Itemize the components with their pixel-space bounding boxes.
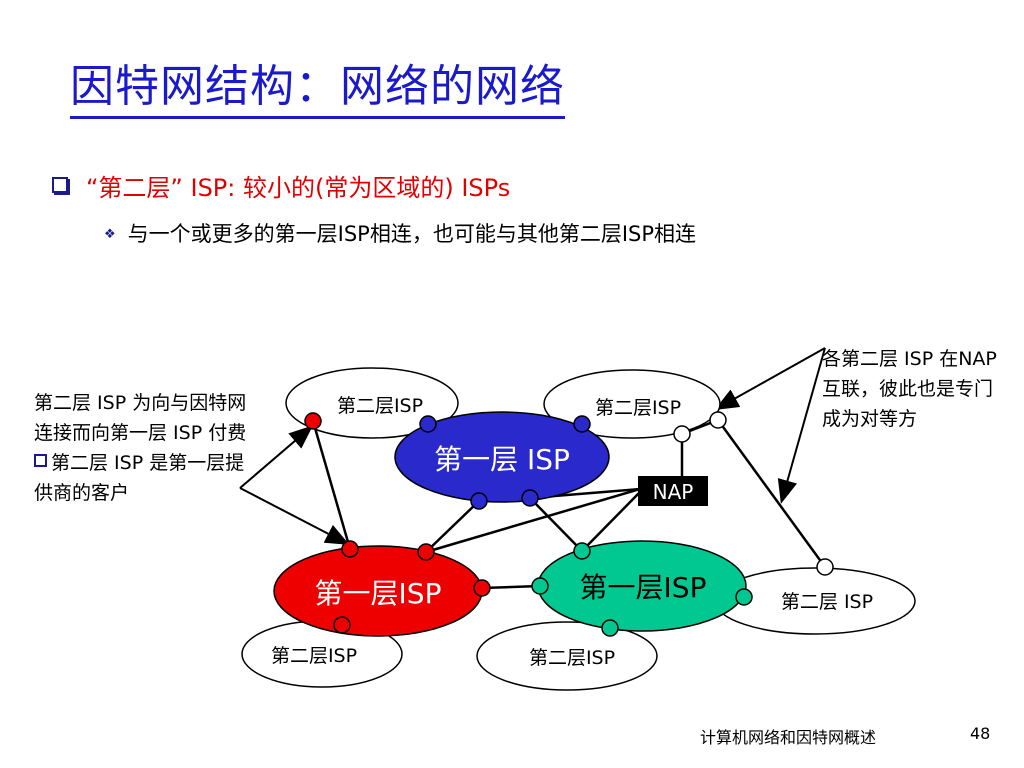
annotation-arrows (239, 347, 826, 545)
footer-text: 计算机网络和因特网概述 (700, 728, 877, 747)
bullet2-text: 与一个或更多的第一层ISP相连，也可能与其他第二层ISP相连 (127, 222, 697, 246)
router-tier1left-2 (417, 543, 435, 561)
tier2-isp-bottom-middle (476, 621, 658, 691)
tier2-isp-top-left (285, 367, 459, 439)
left-note-line1: 第二层 ISP 为向与因特网连接而向第一层 ISP 付费 (34, 392, 247, 444)
bullet1-text: “第二层” ISP: 较小的(常为区域的) ISPs (86, 174, 511, 202)
router-tier1top-2 (573, 415, 591, 433)
router-tier1right-2 (531, 577, 549, 595)
link-tier1-left-to-tier1-right (481, 584, 541, 590)
tier2-bottom-middle-label: 第二层ISP (529, 647, 615, 669)
router-tier1top-1 (419, 415, 437, 433)
left-note-line2-wrap: 第二层 ISP 是第一层提供商的客户 (34, 448, 249, 508)
router-tier1right-1 (573, 542, 591, 560)
square-bullet-icon (52, 177, 68, 193)
page-number: 48 (970, 724, 991, 743)
tier2-bottom-left-label: 第二层ISP (271, 645, 357, 667)
arrow-to-peering (714, 347, 826, 410)
router-tier1right-3 (601, 619, 619, 637)
tier2-top-right-label: 第二层ISP (595, 397, 681, 419)
router-tier1top-3 (470, 492, 488, 510)
link-tier1-top-to-tier1-right (529, 497, 583, 552)
sub-bullet-connection: ❖ 与一个或更多的第一层ISP相连，也可能与其他第二层ISP相连 (104, 218, 696, 248)
router-tier2-right-2 (816, 558, 834, 576)
router-tier1left-4 (333, 616, 351, 634)
tier1-left-label: 第一层ISP (315, 577, 442, 610)
page-title: 因特网结构：网络的网络 (70, 58, 565, 119)
nap-label: NAP (653, 480, 694, 504)
nap-box (638, 476, 708, 506)
router-tier2-topright-1 (673, 425, 691, 443)
right-annotation: 各第二层 ISP 在NAP互联，彼此也是专门成为对等方 (822, 348, 997, 430)
link-nap-to-tier1-right (581, 491, 641, 552)
link-tier1-left-to-tier1-top (425, 500, 480, 553)
left-note-line2: 第二层 ISP 是第一层提供商的客户 (34, 452, 245, 504)
router-tier1left-1 (341, 540, 359, 558)
tier1-top-label: 第一层 ISP (434, 443, 570, 476)
link-tier2-topright-to-tier2-right (716, 419, 827, 568)
arrow-to-tier2-topleft (239, 425, 314, 489)
tier2-top-left-label: 第二层ISP (337, 395, 423, 417)
square-bullet-icon (34, 454, 47, 467)
router-tier2-right-1 (735, 588, 753, 606)
router-tier2-topleft (304, 412, 322, 430)
tier1-isp-top (394, 411, 610, 503)
left-annotation: 第二层 ISP 为向与因特网连接而向第一层 ISP 付费 第二层 ISP 是第一… (34, 388, 249, 508)
arrow-to-tier1-left (239, 487, 350, 545)
bullet-tier2-definition: “第二层” ISP: 较小的(常为区域的) ISPs (52, 168, 510, 203)
diamond-bullet-icon: ❖ (104, 227, 116, 242)
router-tier1top-4 (521, 489, 539, 507)
routers (304, 411, 834, 637)
link-tier1-left-to-nap (425, 487, 641, 554)
tier1-right-label: 第一层ISP (580, 571, 707, 604)
arrow-to-tier2-right (777, 347, 826, 504)
router-tier2-topright-2 (709, 411, 727, 429)
router-tier1left-3 (473, 579, 491, 597)
tier2-right-label: 第二层 ISP (781, 591, 873, 613)
